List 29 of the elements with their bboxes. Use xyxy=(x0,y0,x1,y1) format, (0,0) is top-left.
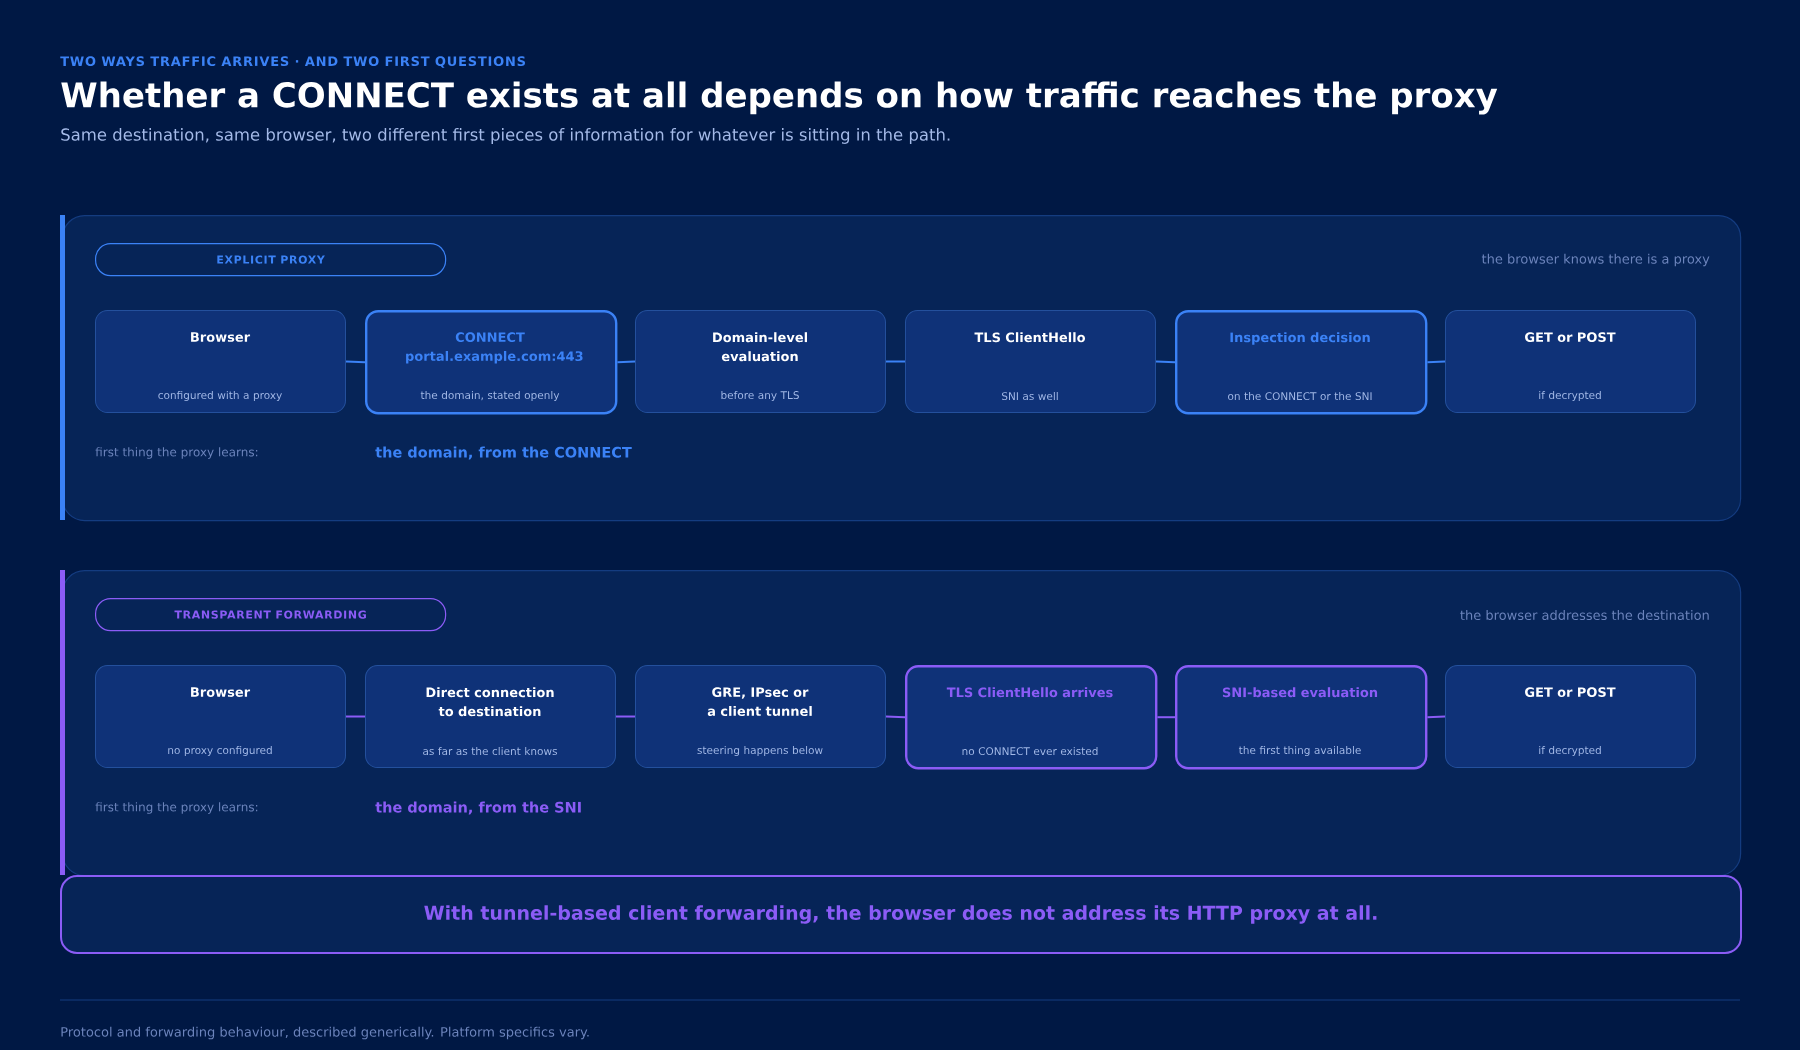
step-box: TLS ClientHello arrives no CONNECT ever existed xyxy=(905,665,1158,770)
connector-line xyxy=(345,715,366,718)
step-box: GET or POST if decrypted xyxy=(1445,665,1696,768)
step-box: GET or POST if decrypted xyxy=(1445,310,1696,413)
step-box: CONNECT portal.example.com:443 the domain, stated openly xyxy=(365,310,618,415)
subtitle: Same destination, same browser, two different first pieces of information for whatever is sitting in the path. xyxy=(61,128,950,144)
section-pill: TRANSPARENT FORWARDING xyxy=(95,598,447,632)
summary-banner: With tunnel-based client forwarding, the browser does not address its HTTP proxy at all. xyxy=(60,875,1742,954)
step-box: SNI-based evaluation the first thing available xyxy=(1175,665,1428,770)
step-box: Domain-level evaluation before any TLS xyxy=(635,310,886,413)
connector-line xyxy=(885,360,906,363)
connector-line xyxy=(345,360,366,364)
step-box: Browser configured with a proxy xyxy=(95,310,346,413)
step-box: Inspection decision on the CONNECT or the SNI xyxy=(1175,310,1428,415)
connector-line xyxy=(1426,360,1446,364)
step-box: Direct connection to destination as far as the client knows xyxy=(365,665,616,768)
connector-line xyxy=(1155,360,1176,364)
connector-line xyxy=(885,715,906,719)
connector-line xyxy=(1156,716,1176,719)
kicker-text: TWO WAYS TRAFFIC ARRIVES · AND TWO FIRST QUESTIONS xyxy=(60,56,526,68)
section-pill: EXPLICIT PROXY xyxy=(95,243,447,277)
step-box: TLS ClientHello SNI as well xyxy=(905,310,1156,413)
connector-line xyxy=(616,360,636,364)
title: Whether a CONNECT exists at all depends on how traffic reaches the proxy xyxy=(61,81,1498,115)
connector-line xyxy=(1426,715,1446,719)
step-box: GRE, IPsec or a client tunnel steering happens below xyxy=(635,665,886,768)
connector-line xyxy=(615,715,636,718)
step-box: Browser no proxy configured xyxy=(95,665,346,768)
footer-note: Protocol and forwarding behaviour, described generically. Platform specifics vary. xyxy=(61,1026,589,1040)
